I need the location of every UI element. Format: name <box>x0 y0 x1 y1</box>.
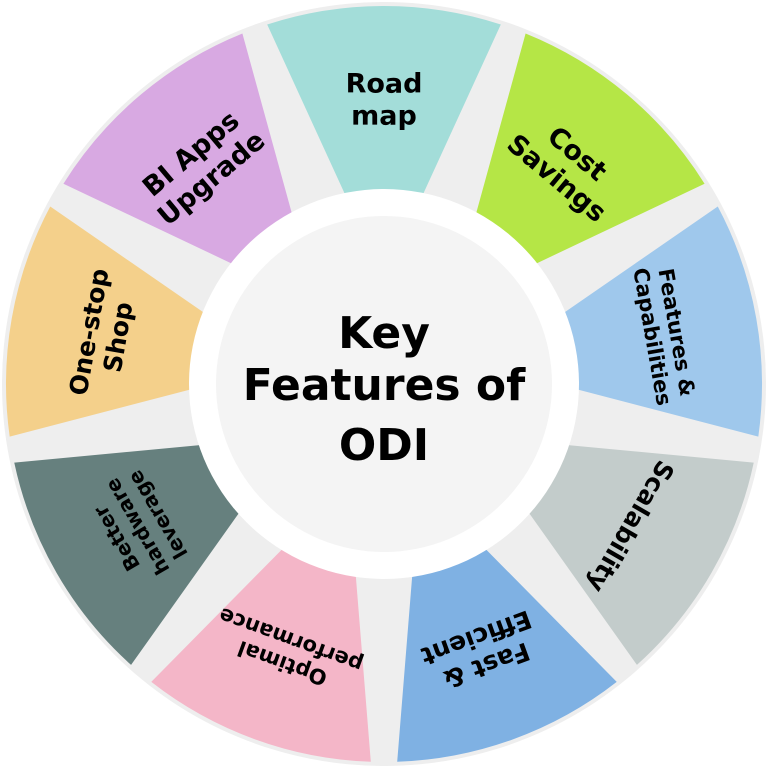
segment-one-stop-shop <box>6 206 212 437</box>
segment-scalability <box>523 444 754 665</box>
segment-optimal-performance <box>151 542 371 762</box>
segment-fast-efficient <box>397 542 617 762</box>
segment-label-line: map <box>351 100 417 131</box>
center-title-line-2: Features of <box>243 360 526 411</box>
segment-better-hardware-leverage <box>14 444 245 665</box>
segment-road-map <box>267 6 501 203</box>
center-title-line-3: ODI <box>339 420 429 471</box>
segment-features-capabilities <box>556 206 762 437</box>
segment-bi-apps-upgrade <box>63 33 295 268</box>
segment-label-line: Road <box>346 69 423 100</box>
segment-cost-savings <box>473 33 705 268</box>
center-title-line-1: Key <box>338 308 430 359</box>
center-circle <box>216 216 552 552</box>
